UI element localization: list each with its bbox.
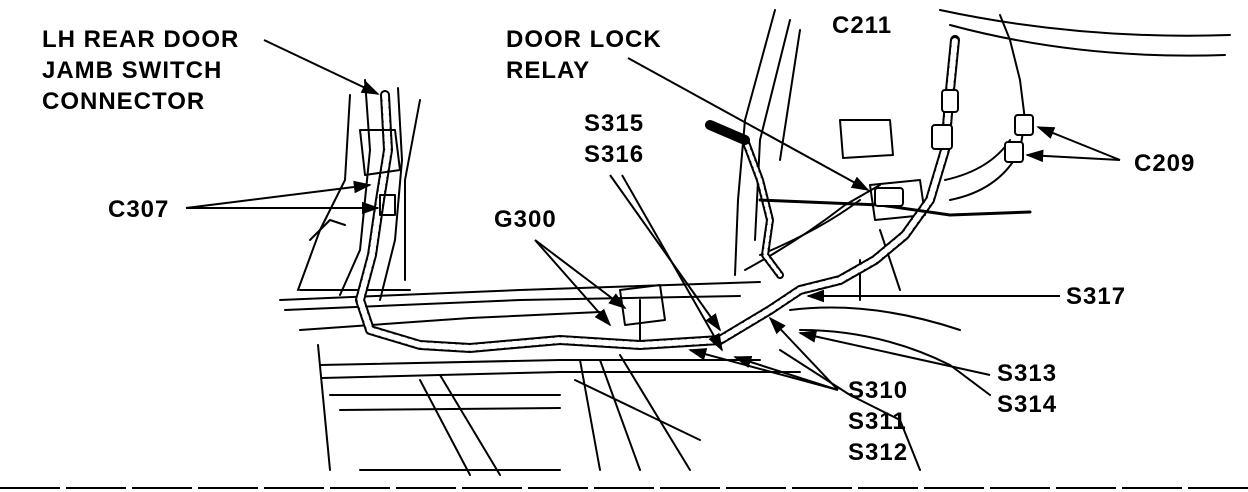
arrow-s310-s312-c bbox=[768, 316, 839, 391]
arrow-s315-s316-a bbox=[609, 174, 722, 332]
connectors bbox=[874, 89, 1034, 207]
arrow-g300-b bbox=[534, 239, 612, 327]
arrow-lh-rear-door bbox=[263, 39, 380, 95]
label-line: S311 bbox=[848, 408, 907, 435]
label-line: JAMB SWITCH bbox=[42, 57, 223, 84]
label-line: S315 bbox=[584, 110, 645, 137]
label-s313-s314: S313 S314 bbox=[997, 358, 1057, 420]
label-line: S310 bbox=[848, 377, 909, 404]
label-line: S313 bbox=[997, 360, 1058, 387]
label-s315-s316: S315 S316 bbox=[584, 108, 644, 170]
arrow-c209-lower bbox=[1025, 149, 1121, 163]
label-c307: C307 bbox=[108, 196, 170, 223]
label-line: S314 bbox=[997, 391, 1058, 418]
arrow-s315-s316-b bbox=[621, 174, 723, 352]
label-g300: G300 bbox=[494, 206, 557, 233]
leader-arrows bbox=[185, 39, 1121, 391]
arrow-g300-a bbox=[534, 239, 627, 310]
vehicle-body bbox=[279, 9, 1231, 476]
label-line: S316 bbox=[584, 141, 645, 168]
label-line: LH REAR DOOR bbox=[42, 26, 240, 53]
label-s310-s311-s312: S310 S311 S312 bbox=[848, 375, 908, 468]
arrow-door-lock-relay bbox=[627, 57, 870, 191]
label-line: CONNECTOR bbox=[42, 88, 206, 115]
label-line: RELAY bbox=[506, 57, 591, 84]
label-line: DOOR LOCK bbox=[506, 26, 662, 53]
label-s317: S317 bbox=[1066, 283, 1127, 310]
label-lh-rear-door-jamb-switch-connector: LH REAR DOOR JAMB SWITCH CONNECTOR bbox=[42, 24, 239, 117]
label-c209: C209 bbox=[1134, 150, 1196, 177]
arrow-s313-s314 bbox=[798, 330, 991, 376]
arrow-c209-upper bbox=[1036, 126, 1121, 161]
wiring-harness bbox=[355, 14, 1032, 353]
arrow-s310-s312-b bbox=[733, 355, 839, 391]
arrow-s310-s312-a bbox=[688, 348, 839, 391]
label-door-lock-relay: DOOR LOCK RELAY bbox=[506, 24, 662, 86]
label-c211: C211 bbox=[832, 12, 893, 39]
label-line: S312 bbox=[848, 439, 909, 466]
arrow-c307-upper bbox=[185, 180, 372, 209]
